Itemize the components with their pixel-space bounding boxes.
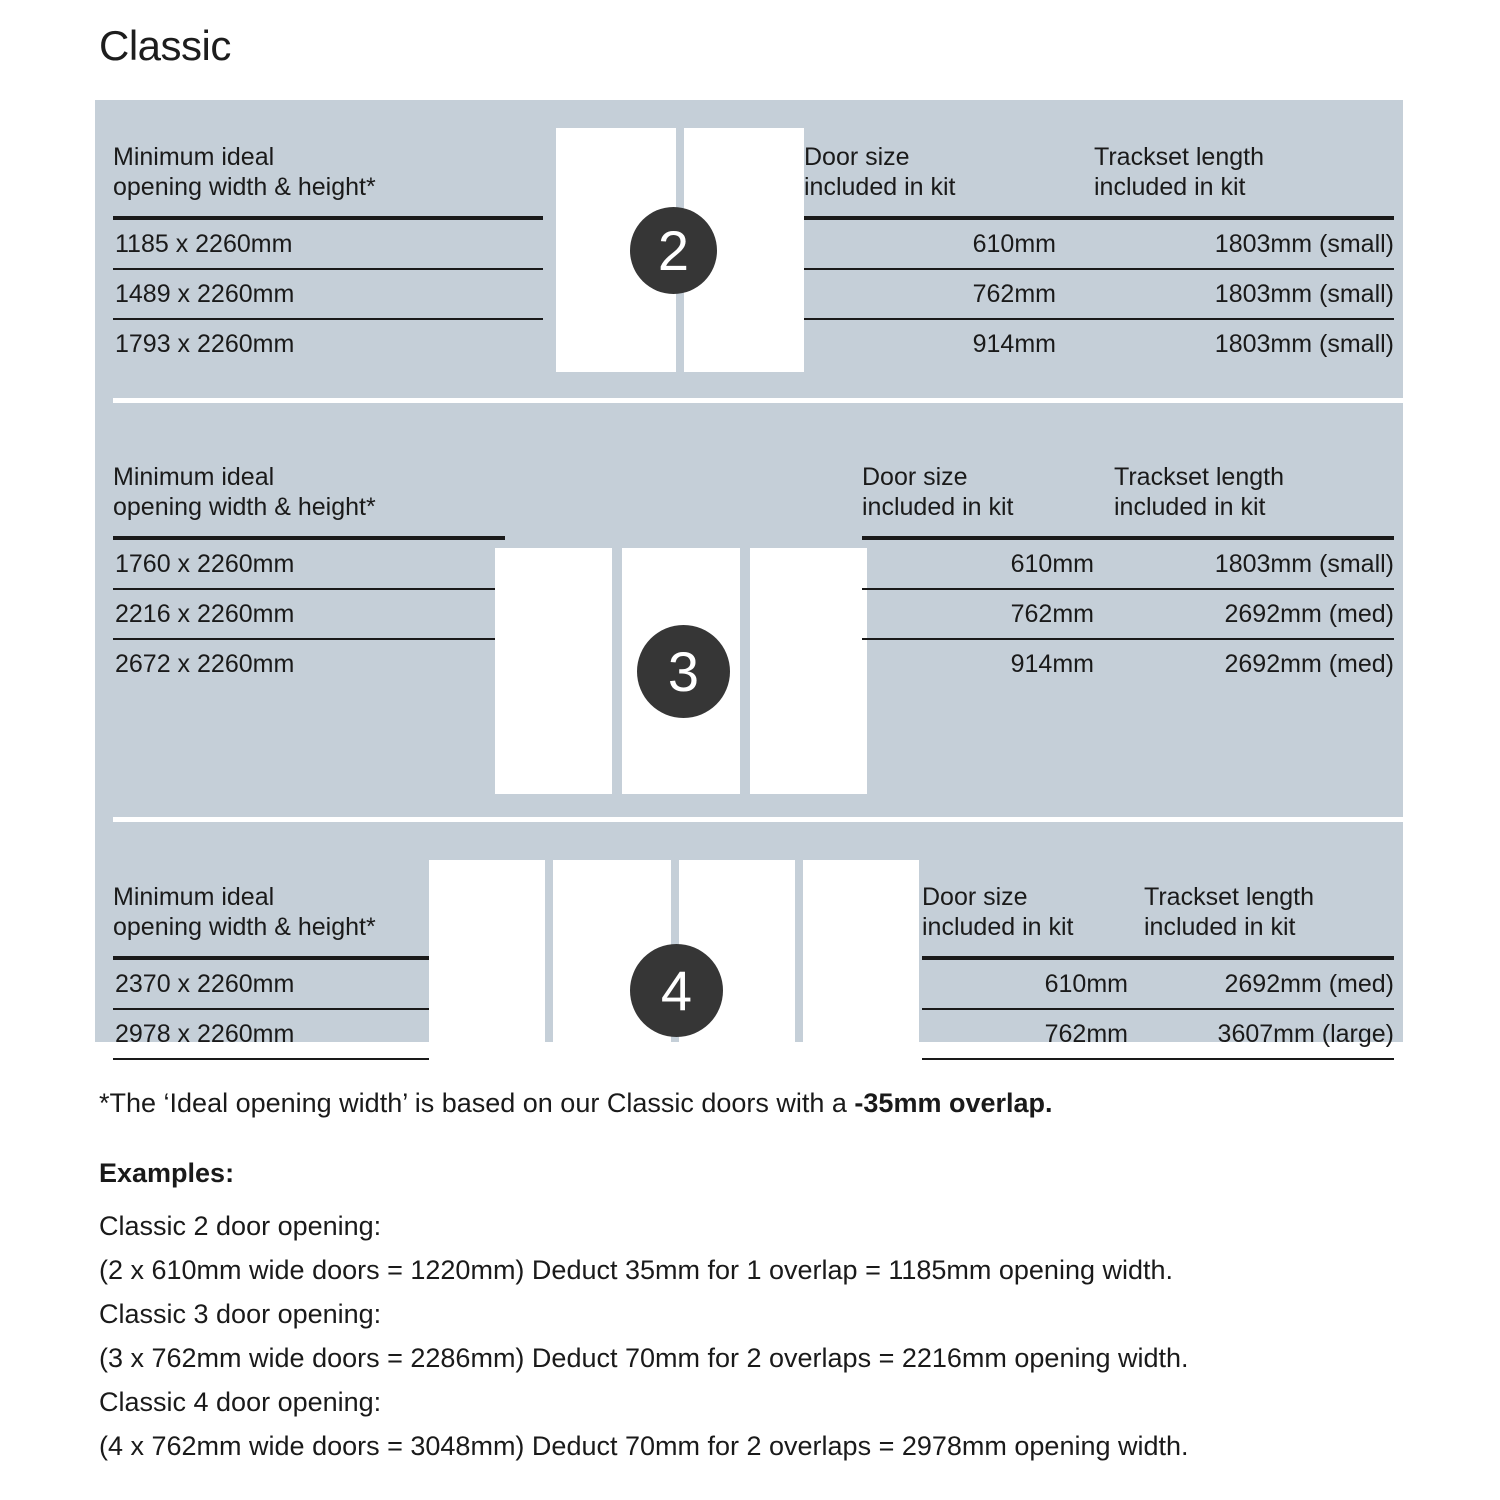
column-header-trackset: Trackset length included in kit	[1114, 463, 1284, 521]
cell-opening: 2672 x 2260mm	[115, 650, 295, 678]
section-2-kit-columns: Door size included in kit Trackset lengt…	[804, 100, 1394, 368]
cell-opening: 1489 x 2260mm	[115, 280, 295, 308]
rule-thin	[862, 588, 1394, 590]
table-row: 762mm 1803mm (small)	[804, 270, 1394, 318]
table-row: 762mm 2692mm (med)	[862, 590, 1394, 638]
cell-opening: 2978 x 2260mm	[115, 1020, 295, 1048]
page-title: Classic	[99, 22, 231, 69]
table-row: 610mm 2692mm (med)	[922, 960, 1394, 1008]
footnote-text: *The ‘Ideal opening width’ is based on o…	[99, 1088, 855, 1118]
cell-door-size: 914mm	[1010, 650, 1094, 678]
rule-thick	[113, 536, 505, 540]
column-header-opening: Minimum ideal opening width & height*	[113, 143, 376, 201]
column-header-opening: Minimum ideal opening width & height*	[113, 463, 376, 521]
column-header-trackset: Trackset length included in kit	[1144, 883, 1314, 941]
section-4-door: Minimum ideal opening width & height* 23…	[95, 840, 1403, 1105]
cell-trackset: 1803mm (small)	[1214, 280, 1394, 308]
cell-opening: 1185 x 2260mm	[115, 230, 293, 258]
section-4-kit-columns: Door size included in kit Trackset lengt…	[922, 840, 1394, 1060]
column-header-trackset: Trackset length included in kit	[1094, 143, 1264, 201]
footnote-emphasis: -35mm overlap.	[854, 1088, 1053, 1118]
table-row: 914mm 2692mm (med)	[862, 640, 1394, 688]
cell-door-size: 914mm	[972, 330, 1056, 358]
cell-door-size: 610mm	[1044, 970, 1128, 998]
door-panel	[495, 548, 612, 794]
table-row: 610mm 1803mm (small)	[862, 540, 1394, 588]
cell-trackset: 1803mm (small)	[1214, 550, 1394, 578]
cell-opening: 2216 x 2260mm	[115, 600, 295, 628]
table-row: 610mm 1803mm (small)	[804, 220, 1394, 268]
rule-thin	[113, 318, 543, 320]
section-2-door: Minimum ideal opening width & height* 11…	[95, 100, 1403, 398]
column-header-door-size: Door size included in kit	[804, 143, 956, 201]
table-row: 2370 x 2260mm	[113, 960, 438, 1008]
column-header-door-size: Door size included in kit	[862, 463, 1014, 521]
table-row: 1760 x 2260mm	[113, 540, 505, 588]
door-count-badge: 2	[630, 207, 717, 294]
rule-thick	[922, 956, 1394, 960]
classic-spec-panel: Minimum ideal opening width & height* 11…	[95, 100, 1403, 1105]
cell-opening: 2370 x 2260mm	[115, 970, 295, 998]
section-3-door: Minimum ideal opening width & height* 17…	[95, 420, 1403, 817]
rule-thin	[113, 268, 543, 270]
rule-thick	[113, 216, 543, 220]
rule-thin	[113, 588, 505, 590]
rule-thin	[804, 318, 1394, 320]
table-row: 2672 x 2260mm	[113, 640, 505, 688]
example-line: Classic 3 door opening:	[99, 1299, 382, 1329]
table-row: 2978 x 2260mm	[113, 1010, 438, 1058]
column-header-door-size: Door size included in kit	[922, 883, 1074, 941]
cell-trackset: 2692mm (med)	[1224, 600, 1395, 628]
rule-thick	[862, 536, 1394, 540]
table-row: 914mm 1803mm (small)	[804, 320, 1394, 368]
examples-heading: Examples:	[99, 1158, 235, 1188]
cell-door-size: 762mm	[1044, 1020, 1128, 1048]
cell-door-size: 610mm	[1010, 550, 1094, 578]
door-panel	[429, 860, 546, 1105]
door-count-badge: 3	[637, 625, 730, 718]
cell-trackset: 1803mm (small)	[1214, 330, 1394, 358]
footnote: *The ‘Ideal opening width’ is based on o…	[99, 1086, 1053, 1120]
rule-thin	[113, 1008, 438, 1010]
section-3-kit-columns: Door size included in kit Trackset lengt…	[862, 420, 1394, 688]
section-divider	[113, 398, 1403, 403]
door-panel	[750, 548, 867, 794]
cell-trackset: 2692mm (med)	[1224, 970, 1395, 998]
rule-thick	[113, 956, 438, 960]
cell-opening: 1793 x 2260mm	[115, 330, 295, 358]
table-row: 2216 x 2260mm	[113, 590, 505, 638]
table-row: 1793 x 2260mm	[113, 320, 543, 368]
rule-thin	[922, 1008, 1394, 1010]
section-divider	[113, 817, 1403, 822]
section-3-opening-column: Minimum ideal opening width & height* 17…	[113, 420, 505, 688]
example-line: (2 x 610mm wide doors = 1220mm) Deduct 3…	[99, 1255, 1174, 1285]
rule-thin	[804, 268, 1394, 270]
cell-trackset: 1803mm (small)	[1214, 230, 1394, 258]
table-row: 1489 x 2260mm	[113, 270, 543, 318]
example-line: Classic 2 door opening:	[99, 1211, 382, 1241]
example-line: Classic 4 door opening:	[99, 1387, 382, 1417]
rule-thin	[113, 1058, 438, 1060]
door-panel	[803, 860, 920, 1105]
cell-door-size: 610mm	[972, 230, 1056, 258]
cell-opening: 1760 x 2260mm	[115, 550, 295, 578]
section-4-opening-column: Minimum ideal opening width & height* 23…	[113, 840, 438, 1060]
table-row: 762mm 3607mm (large)	[922, 1010, 1394, 1058]
example-line: (4 x 762mm wide doors = 3048mm) Deduct 7…	[99, 1431, 1189, 1461]
column-header-opening: Minimum ideal opening width & height*	[113, 883, 376, 941]
rule-thick	[804, 216, 1394, 220]
rule-thin	[922, 1058, 1394, 1060]
cell-trackset: 2692mm (med)	[1224, 650, 1395, 678]
examples-list: Classic 2 door opening: (2 x 610mm wide …	[99, 1204, 1189, 1468]
table-row: 1185 x 2260mm	[113, 220, 543, 268]
cell-trackset: 3607mm (large)	[1217, 1020, 1394, 1048]
cell-door-size: 762mm	[972, 280, 1056, 308]
rule-thin	[862, 638, 1394, 640]
section-2-opening-column: Minimum ideal opening width & height* 11…	[113, 100, 543, 368]
door-count-badge: 4	[630, 944, 723, 1037]
rule-thin	[113, 638, 505, 640]
example-line: (3 x 762mm wide doors = 2286mm) Deduct 7…	[99, 1343, 1189, 1373]
cell-door-size: 762mm	[1010, 600, 1094, 628]
